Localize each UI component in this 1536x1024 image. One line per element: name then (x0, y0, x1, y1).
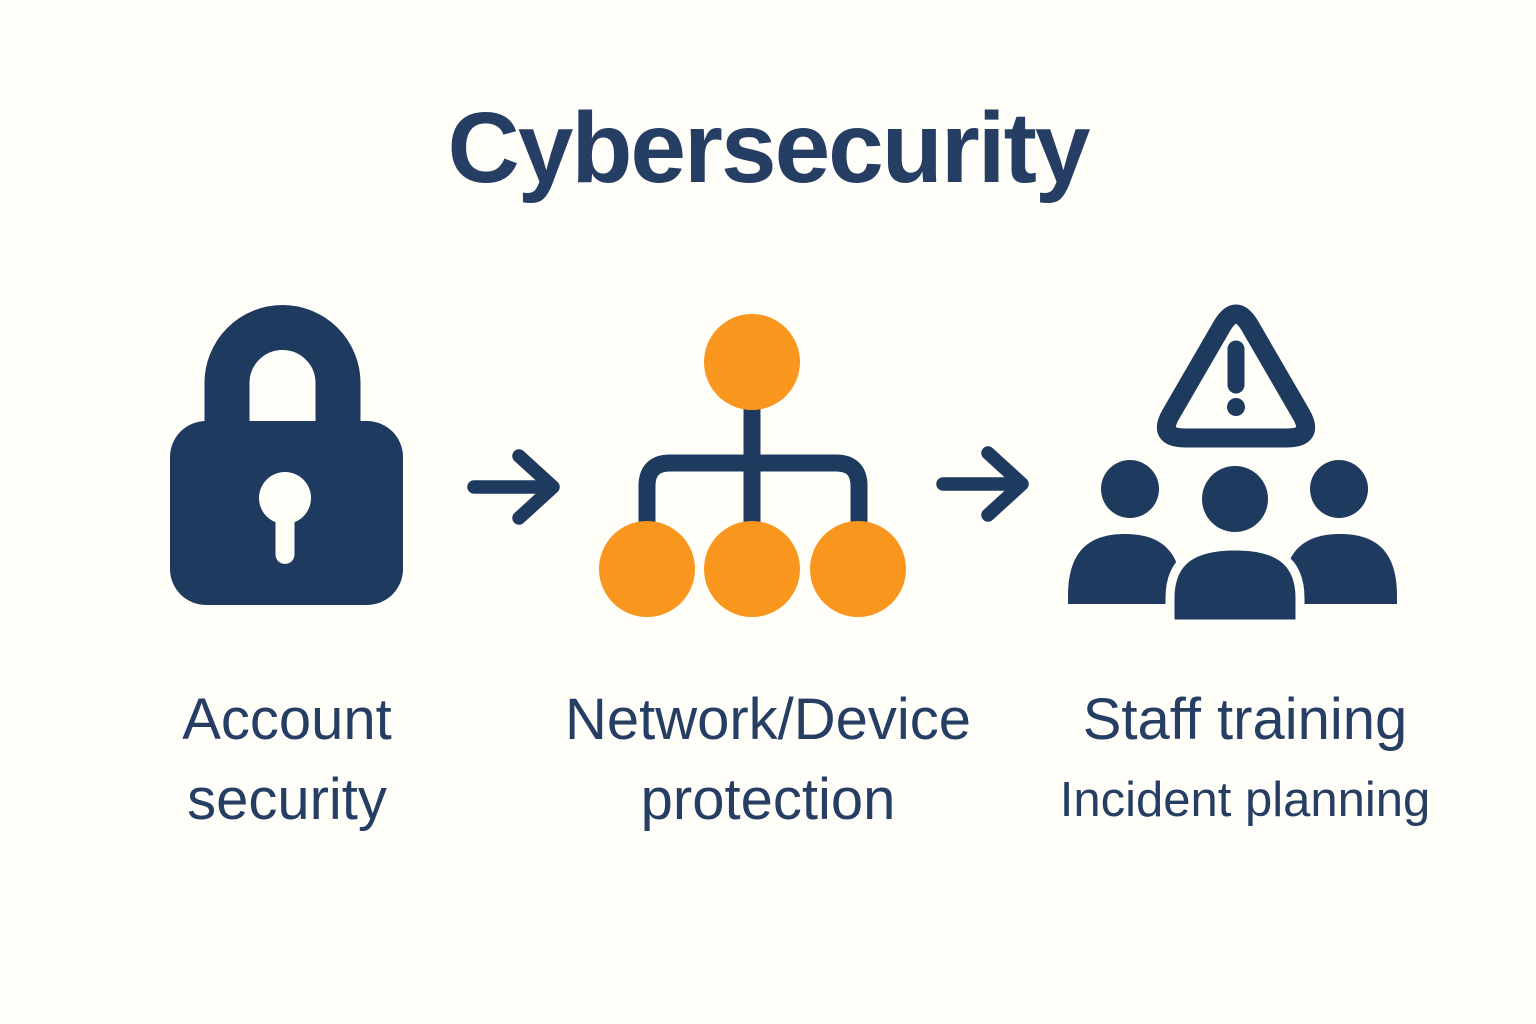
person-head-center (1202, 466, 1268, 532)
step-label-account-security: Account security (87, 680, 487, 840)
person-head-right (1310, 460, 1368, 518)
person-head-left (1101, 460, 1159, 518)
exclamation-dot (1227, 398, 1245, 416)
keyhole-stem (275, 504, 295, 564)
person-body-left (1068, 534, 1182, 604)
network-node-top (704, 314, 800, 410)
lock-shackle (204, 305, 361, 432)
person-body-right (1283, 534, 1397, 604)
label-line: Account (182, 687, 392, 752)
right-arrow-icon (936, 446, 1029, 522)
arrow-shape (467, 449, 560, 525)
warning-triangle-icon (1156, 304, 1316, 448)
network-node-right (810, 521, 906, 617)
network-node-left (599, 521, 695, 617)
right-arrow-icon (467, 449, 560, 525)
network-branch-line (638, 454, 868, 549)
network-node-middle (704, 521, 800, 617)
step-label-staff-training: Staff training Incident planning (1000, 680, 1490, 840)
staff-warning-icon (1068, 304, 1397, 629)
label-line: Network/Device (564, 687, 972, 752)
network-icon (599, 314, 906, 617)
label-line: protection (640, 767, 896, 832)
label-line: Staff training (1082, 687, 1408, 752)
keyhole-icon (259, 472, 311, 524)
page-title: Cybersecurity (447, 92, 1091, 204)
step-label-network-protection: Network/Device protection (518, 680, 1018, 840)
lock-icon (170, 305, 403, 605)
label-line: security (187, 767, 387, 832)
arrow-shape (936, 446, 1029, 522)
label-line: Incident planning (1059, 773, 1431, 827)
person-body-center (1165, 541, 1305, 629)
